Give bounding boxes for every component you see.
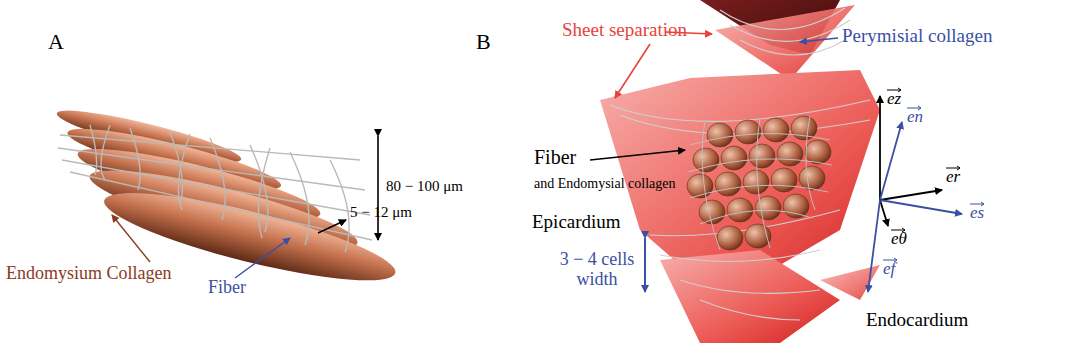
axis-label: er: [946, 168, 960, 187]
part-label: Fiber: [534, 146, 576, 168]
local-axes: [868, 96, 962, 292]
part-label: Endocardium: [866, 310, 968, 331]
panel-letter: A: [48, 30, 64, 54]
axis-label: eθ: [891, 230, 907, 249]
part-label: Endomysium Collagen: [6, 264, 172, 284]
fiber-cluster: [687, 116, 832, 250]
dimension-label: 5 − 12 μm: [350, 204, 412, 221]
panel-letter: B: [476, 30, 491, 54]
part-label: Sheet separation: [562, 20, 687, 41]
part-label: Fiber: [208, 278, 246, 298]
axis-label: es: [970, 204, 984, 223]
axis-label: en: [907, 108, 923, 127]
dimension-label: 3 − 4 cells width: [556, 250, 638, 290]
part-label: and Endomysial collagen: [534, 176, 676, 191]
myocardial-sheets: [600, 0, 880, 343]
axis-label: ef: [883, 260, 895, 279]
dimension-label: 80 − 100 μm: [386, 178, 463, 195]
axis-label: ez: [887, 90, 901, 109]
part-label: Epicardium: [532, 212, 621, 233]
part-label: Perymisial collagen: [842, 26, 992, 47]
